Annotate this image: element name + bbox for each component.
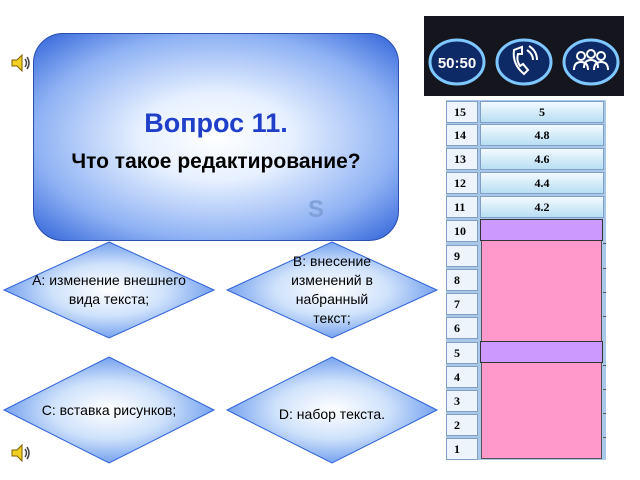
ladder-lower-block [481, 219, 602, 459]
ladder-divider [603, 243, 606, 244]
speaker-icon[interactable] [10, 443, 32, 463]
answer-b-button[interactable]: B: внесение изменений в набранный текст; [225, 240, 439, 340]
answer-a-text: A: изменение внешнего вида текста; [32, 272, 186, 307]
ladder-level: 1 [446, 438, 478, 460]
ladder-divider [603, 437, 606, 438]
ladder-divider [603, 268, 606, 269]
ladder-level: 7 [446, 293, 478, 315]
ladder-value: 5 [480, 101, 604, 123]
ladder-divider [603, 292, 606, 293]
ladder-level: 14 [446, 124, 478, 146]
ladder-divider [603, 389, 606, 390]
answer-c-button[interactable]: C: вставка рисунков; [2, 355, 216, 465]
lifeline-audience[interactable] [561, 16, 621, 96]
answer-a-button[interactable]: A: изменение внешнего вида текста; [2, 240, 216, 340]
ladder-level: 11 [446, 196, 478, 218]
panel-watermark: S [308, 196, 325, 223]
fifty-fifty-icon: 50:50 [438, 55, 476, 72]
ladder-level: 13 [446, 148, 478, 170]
ladder-value: 4.6 [480, 148, 604, 170]
ladder-level: 2 [446, 414, 478, 436]
ladder-level: 10 [446, 220, 478, 242]
ladder-level: 8 [446, 269, 478, 291]
question-title: Вопрос 11. [144, 108, 288, 138]
question-text: Что такое редактирование? [71, 150, 361, 173]
ladder-value: 4.8 [480, 124, 604, 146]
question-panel [33, 33, 399, 241]
ask-audience-icon [573, 49, 609, 71]
ladder-value: 4.2 [480, 196, 604, 218]
answer-d-button[interactable]: D: набор текста. [225, 355, 439, 465]
ladder-level: 15 [446, 101, 478, 123]
ladder-divider [603, 413, 606, 414]
answer-c-text: C: вставка рисунков; [41, 401, 177, 418]
speaker-icon[interactable] [10, 53, 32, 73]
ladder-level: 6 [446, 317, 478, 339]
answer-d-text: D: набор текста. [278, 405, 386, 422]
ladder-value: 4.4 [480, 172, 604, 194]
ladder-level: 9 [446, 245, 478, 267]
lifeline-fifty-fifty[interactable]: 50:50 [427, 16, 487, 96]
ladder-divider [603, 365, 606, 366]
milestone-level-10 [480, 219, 603, 241]
ladder-level: 12 [446, 172, 478, 194]
phone-friend-icon [512, 45, 538, 76]
ladder-level: 4 [446, 366, 478, 388]
lifeline-phone[interactable] [494, 16, 554, 96]
milestone-level-5 [480, 341, 603, 363]
ladder-level: 3 [446, 390, 478, 412]
ladder-divider [603, 316, 606, 317]
ladder-level: 5 [446, 342, 478, 364]
answer-b-text: B: внесение изменений в набранный текст; [291, 253, 373, 326]
